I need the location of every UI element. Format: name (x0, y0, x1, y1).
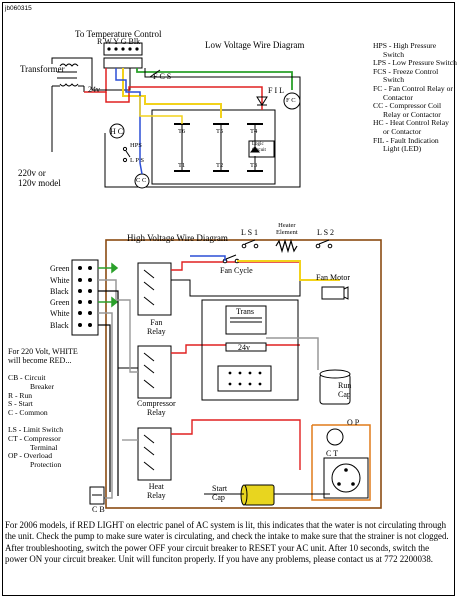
low-voltage-title: Low Voltage Wire Diagram (205, 40, 305, 50)
legend-left-sub: Breaker (30, 381, 55, 391)
run-capacitor (319, 369, 351, 405)
terminal-block-lower (103, 57, 143, 69)
legend-top-item: LPS - Low Pressure Switch (373, 58, 457, 68)
wire-black-outer (104, 68, 301, 188)
logic-circuit-label: Logic Circuit (252, 142, 266, 153)
power-terminal-block (71, 259, 99, 336)
hv-transformer (225, 305, 267, 335)
heat-relay-label: Heat Relay (147, 482, 166, 500)
legend-top-item: FIL - Fault Indication Light (LED) (373, 135, 439, 154)
cb-label: C B (92, 505, 105, 514)
heater-element-label: Heater Element (276, 222, 298, 236)
legend-top-item: HC - Heat Control Relay or Contactor (373, 118, 449, 136)
fil-led (256, 96, 268, 106)
heater-element (275, 238, 298, 254)
op-label: O P (347, 418, 360, 427)
wire-color-white-1: White (50, 276, 70, 285)
legend-left-item: CT - Compressor (8, 433, 61, 443)
temp-control-label: To Temperature Control (75, 29, 162, 39)
t6-label: T6 (178, 128, 186, 135)
fc-label: F C (286, 97, 296, 104)
wire-red-fil (105, 86, 263, 110)
wire-yellow-t6 (139, 96, 183, 124)
fcs-label: F C S (153, 72, 172, 81)
t4-label: T4 (250, 128, 258, 135)
legend-left-item: OP - Overload (8, 451, 53, 461)
t5-label: T5 (216, 128, 224, 135)
t1-label: T1 (178, 162, 186, 169)
wire-yellow (122, 68, 222, 118)
wire-green (136, 68, 293, 90)
fan-relay-body (137, 262, 172, 316)
legend-left-item: C - Common (8, 408, 48, 418)
legend-left-item: R - Run (8, 390, 33, 400)
ls2-label: L S 2 (317, 228, 335, 237)
legend-top-item: CC - Compressor Coil Relay or Contactor (373, 101, 442, 119)
lv-24v-label: 24v (88, 85, 100, 94)
start-cap-label: Start Cap (212, 484, 228, 502)
hc-label: H C (110, 127, 124, 136)
legend-left: CB - Circuit Breaker R - Run S - Start C… (8, 373, 100, 470)
high-voltage-frame (105, 239, 382, 509)
t2-label: T2 (216, 162, 224, 169)
supply-voltage-label: 220v or 120v model (18, 168, 61, 188)
fan-motor-label: Fan Motor (316, 273, 350, 282)
ct-label: C T (326, 449, 339, 458)
legend-top-item: FCS - Freeze Control Switch (373, 66, 439, 85)
hv-24v-label: 24v (238, 343, 250, 352)
wire-color-white-2: White (50, 309, 70, 318)
footer-note: For 2006 models, if RED LIGHT on electri… (5, 520, 449, 564)
wire-blue-lv (115, 68, 143, 175)
wire-color-green-2: Green (50, 298, 70, 307)
trans-label: Trans (236, 307, 254, 316)
hps-label: HPS (130, 142, 142, 149)
fc-coil (283, 92, 301, 110)
legend-top-item: HPS - High Pressure Switch (373, 41, 437, 59)
legend-left-sub: Protection (30, 460, 62, 470)
legend-left-item: LS - Limit Switch (8, 424, 64, 434)
compressor-relay-label: Compressor Relay (137, 399, 176, 417)
document-id: jb060315 (5, 5, 32, 12)
high-voltage-title: High Voltage Wire Diagram (127, 233, 228, 243)
fan-cycle-label: Fan Cycle (220, 266, 253, 275)
ls1-label: L S 1 (241, 228, 259, 237)
compressor-relay-body (137, 345, 172, 399)
fan-relay-label: Fan Relay (147, 318, 166, 336)
transformer-label: Transformer (20, 64, 65, 74)
wire-color-green-1: Green (50, 264, 70, 273)
start-capacitor (240, 484, 275, 506)
diagram-sheet (2, 2, 455, 596)
cc-label: C C (136, 177, 147, 184)
overload-protector (326, 428, 344, 446)
fil-label: F I L (268, 86, 284, 95)
run-cap-label: Run Cap (338, 381, 352, 399)
legend-top-item: FC - Fan Control Relay or Contactor (373, 83, 453, 102)
heat-relay-body (137, 427, 172, 481)
wire-color-black-2: Black (50, 321, 69, 330)
wire-color-black-1: Black (50, 287, 69, 296)
terminal-board (217, 365, 272, 392)
hc-coil (109, 123, 125, 139)
legend-left-item: CB - Circuit (8, 373, 46, 382)
transformer (51, 63, 85, 152)
legend-left-sub: Terminal (30, 442, 58, 452)
lps-label: L P S (130, 157, 144, 164)
fan-motor (321, 286, 349, 300)
legend-left-item: S - Start (8, 399, 33, 409)
thermostat-terminal-labels: R W Y G Blk (97, 37, 141, 46)
t3-label: T3 (250, 162, 258, 169)
note-220-volt: For 220 Volt, WHITE will become RED... (8, 347, 78, 365)
legend-top: HPS - High Pressure Switch LPS - Low Pre… (373, 41, 457, 154)
control-board (151, 109, 276, 185)
